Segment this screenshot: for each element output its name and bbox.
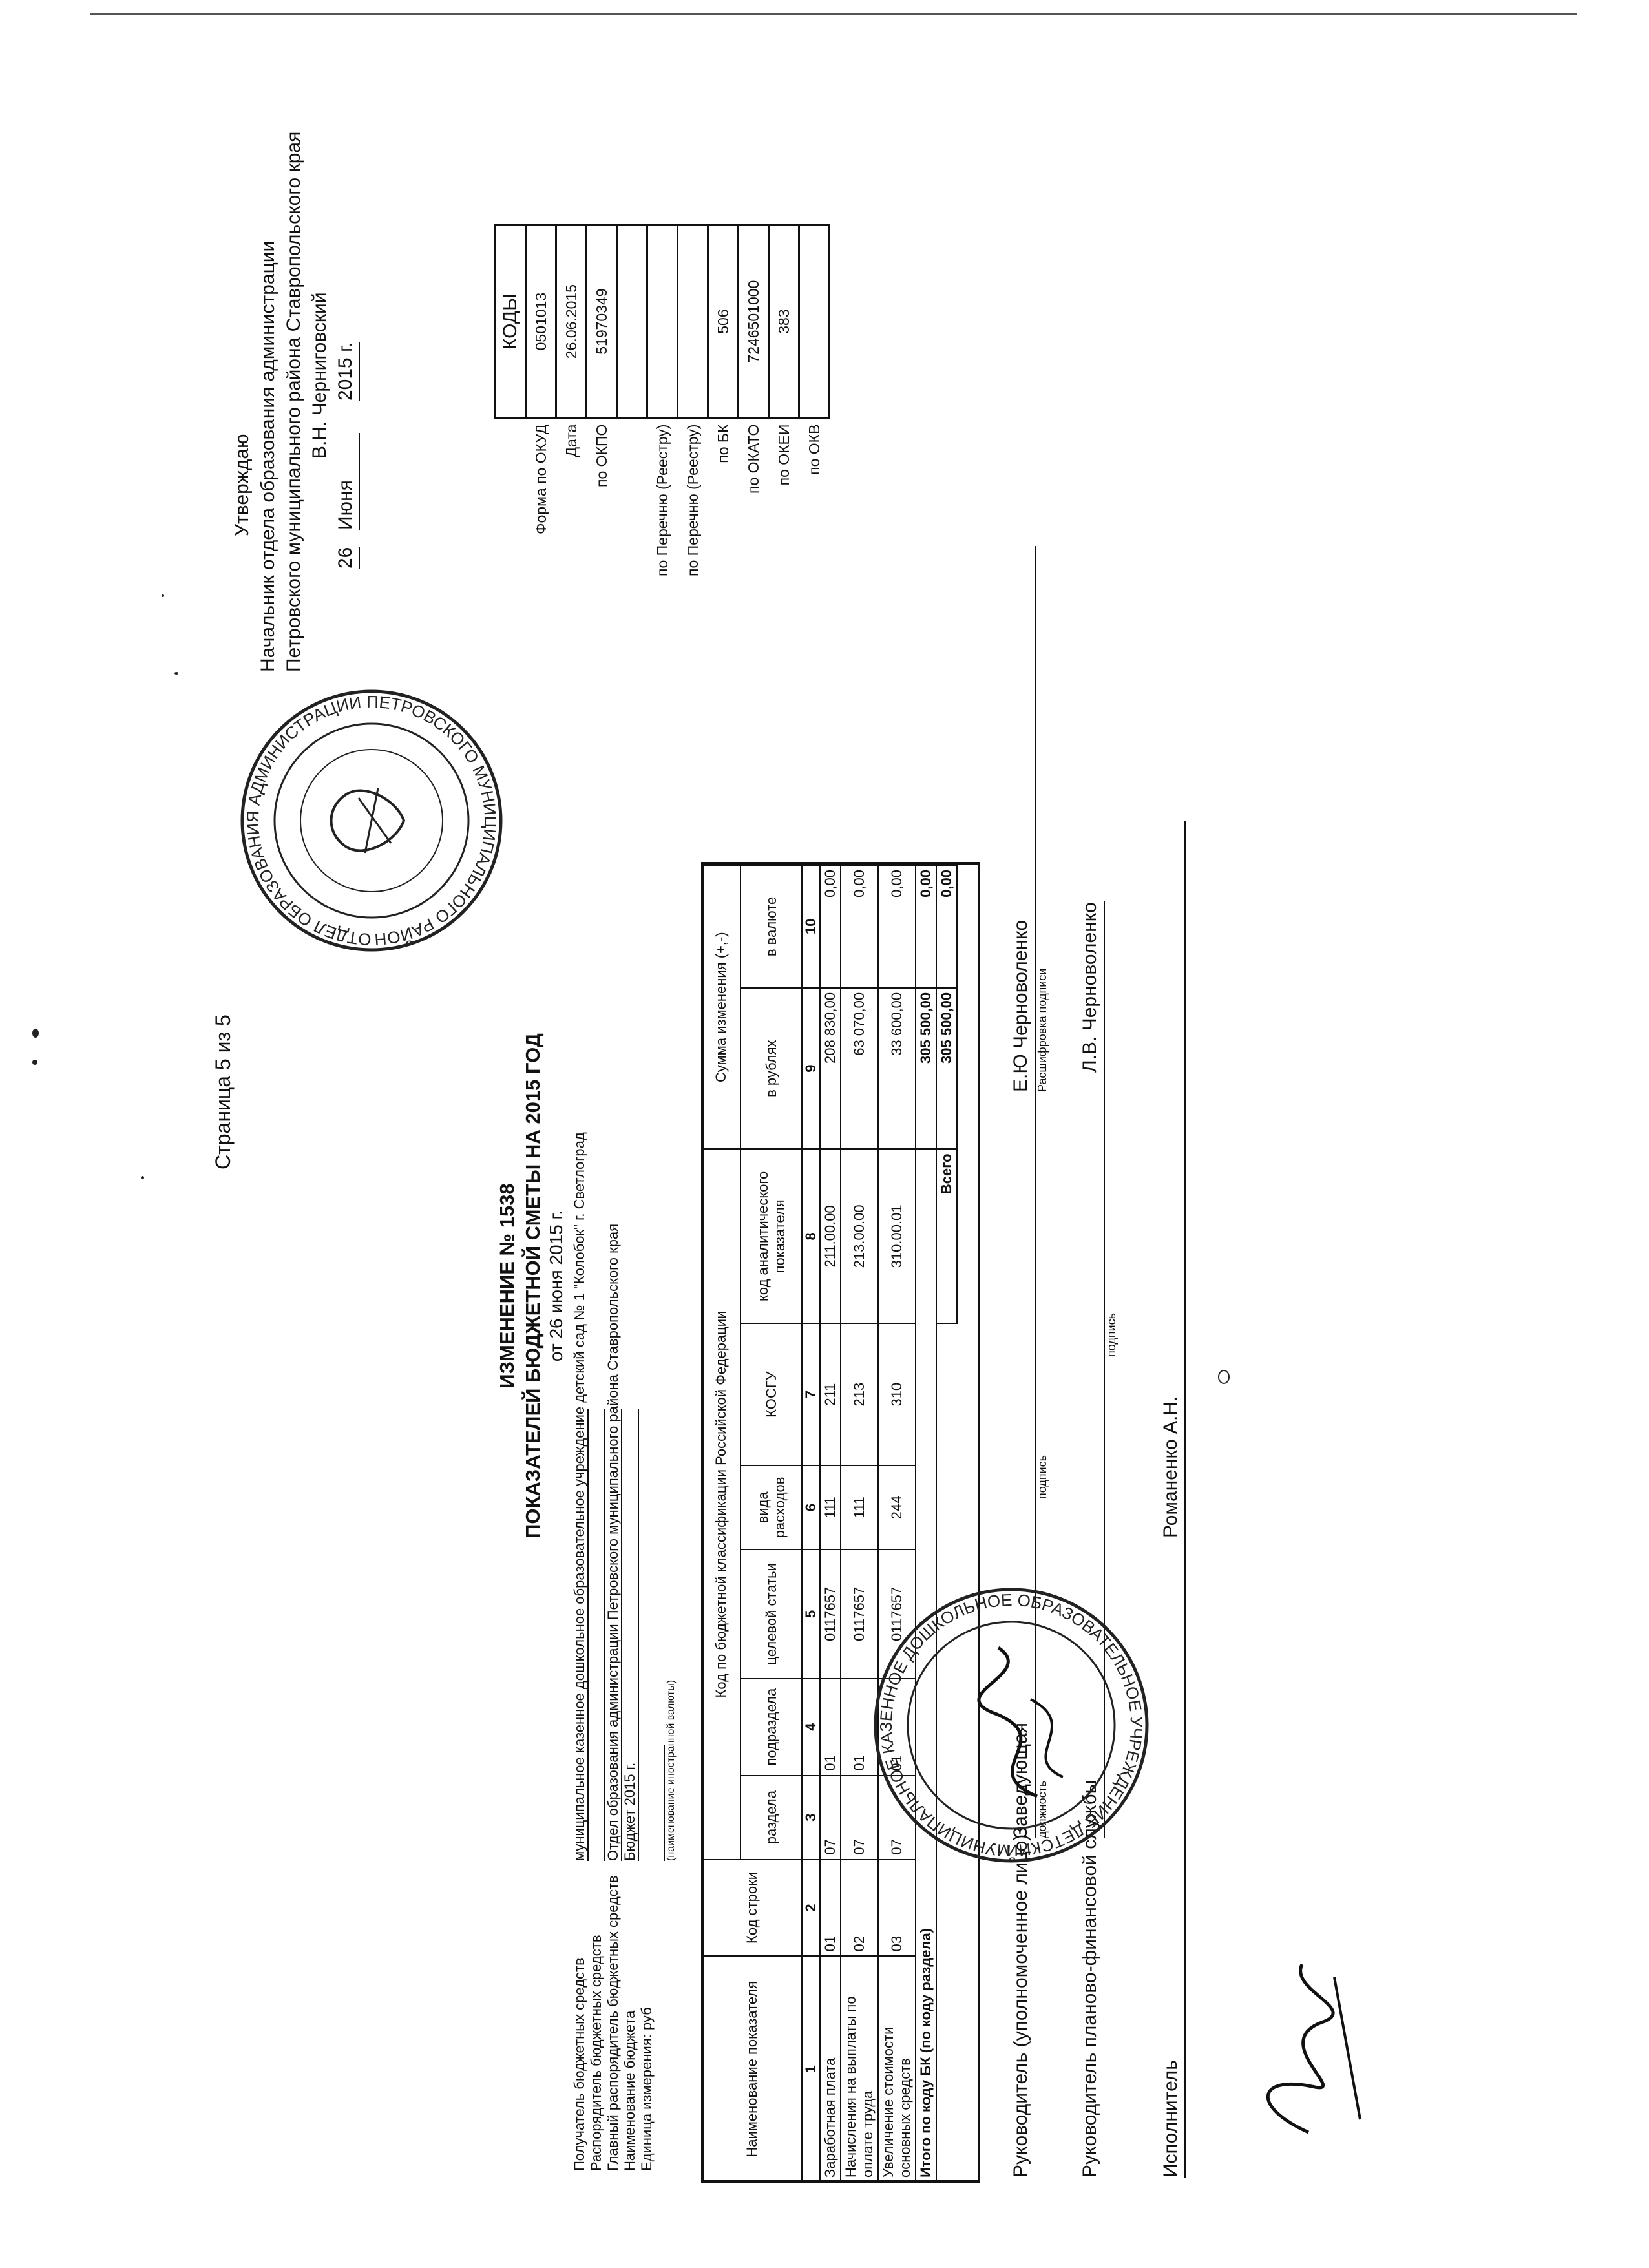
rotated-document: Страница 5 из 5 Утверждаю Начальник отде…: [210, 132, 1361, 2197]
approval-month: Июня: [333, 433, 360, 530]
codes-label: [617, 418, 647, 582]
seal-text: МУНИЦИПАЛЬНОЕ КАЗЕННОЕ ДОШКОЛЬНОЕ ОБРАЗО…: [869, 1590, 1146, 1867]
scan-top-edge: [90, 13, 1577, 15]
meta-underline: [604, 1409, 605, 1861]
codes-label: по Перечню (Реестру): [653, 424, 671, 576]
meta-label: Распорядитель бюджетных средств: [588, 1935, 604, 2171]
codes-value: [616, 225, 647, 419]
finance-name: Л.В. Черноволенко: [1079, 902, 1100, 1073]
meta-value: муниципальное казенное дошкольное образо…: [571, 1132, 587, 1861]
codes-label: по ОКАТО: [744, 424, 762, 494]
approval-signer: В.Н. Черниговский: [309, 292, 330, 459]
codes-value: 7246501000: [738, 225, 769, 419]
meta-value: Отдел образования администрации Петровск…: [605, 1223, 621, 1861]
head-name: Е.Ю Черноволенко: [1010, 919, 1031, 1092]
document-title: ИЗМЕНЕНИЕ № 1538 ПОКАЗАТЕЛЕЙ БЮДЖЕТНОЙ С…: [494, 995, 546, 1577]
codes-label: по ОКЕИ: [775, 424, 792, 486]
executor-name: Романенко А.Н.: [1160, 1396, 1181, 1538]
document-date: от 26 июня 2015 г.: [546, 1210, 566, 1362]
approval-heading: Утверждаю: [231, 434, 253, 536]
meta-label: Наименование бюджета: [622, 2010, 638, 2171]
meta-underline: [638, 1409, 639, 1861]
head-label: Руководитель (уполномоченное лицо): [1010, 1834, 1031, 2178]
svg-text:МУНИЦИПАЛЬНОЕ КАЗЕННОЕ ДОШКОЛЬ: МУНИЦИПАЛЬНОЕ КАЗЕННОЕ ДОШКОЛЬНОЕ ОБРАЗО…: [869, 1590, 1146, 1867]
codes-label: по БК: [714, 424, 731, 463]
codes-value: 383: [768, 225, 799, 419]
sign-caption: подпись: [1036, 1454, 1049, 1499]
kindergarten-seal: МУНИЦИПАЛЬНОЕ КАЗЕННОЕ ДОШКОЛЬНОЕ ОБРАЗО…: [869, 1588, 1149, 1867]
meta-value: [639, 1132, 656, 1861]
currency-underline: [664, 1745, 665, 1861]
codes-table: КОДЫ Форма по ОКУД 0501013 Дата 26.06.2015…: [494, 224, 830, 582]
title-line-2: ПОКАЗАТЕЛЕЙ БЮДЖЕТНОЙ СМЕТЫ НА 2015 ГОД: [521, 1033, 544, 1538]
approval-seal: ОТДЕЛ ОБРАЗОВАНИЯ АДМИНИСТРАЦИИ ПЕТРОВСК…: [236, 689, 503, 956]
codes-value: 506: [708, 225, 739, 419]
codes-value: [647, 225, 678, 419]
sign-line: [1184, 821, 1186, 2178]
meta-underline: [621, 1409, 622, 1861]
codes-label: Дата: [562, 424, 580, 457]
meta-values: муниципальное казенное дошкольное образо…: [571, 1132, 656, 1861]
sign-caption-finance: подпись: [1105, 1312, 1118, 1357]
page-number: Страница 5 из 5: [211, 1014, 235, 1170]
table-frame: [701, 862, 980, 2183]
handwritten-signature: [1266, 1963, 1361, 2134]
approval-position-1: Начальник отдела образования администрац…: [257, 240, 278, 672]
title-line-1: ИЗМЕНЕНИЕ № 1538: [496, 1183, 518, 1389]
executor-label: Исполнитель: [1160, 2060, 1181, 2178]
codes-label: Форма по ОКУД: [532, 424, 549, 534]
codes-label: по ОКПО: [593, 424, 610, 487]
meta-label: Единица измерения: руб: [638, 2007, 655, 2171]
meta-label: Главный распорядитель бюджетных средств: [605, 1875, 621, 2171]
meta-underline: [587, 1409, 589, 1861]
codes-header: КОДЫ: [495, 225, 526, 419]
codes-value: 0501013: [525, 225, 556, 419]
codes-value: [677, 225, 708, 419]
codes-value: 51970349: [586, 225, 617, 419]
codes-label: по Перечню (Реестру): [684, 424, 701, 576]
approval-block: Утверждаю Начальник отдела образования а…: [229, 132, 462, 672]
codes-label: по ОКВ: [805, 424, 823, 475]
decode-caption: Расшифровка подписи: [1036, 968, 1049, 1092]
meta-value: Бюджет 2015 г.: [622, 1762, 638, 1861]
codes-value: [799, 225, 830, 419]
meta-labels: Получатель бюджетных средств Распорядите…: [571, 1875, 656, 2171]
approval-year: 2015 г.: [333, 342, 360, 401]
approval-position-2: Петровского муниципального района Ставро…: [283, 131, 304, 672]
codes-value: 26.06.2015: [556, 225, 587, 419]
meta-value: [589, 1132, 605, 1861]
meta-label: Получатель бюджетных средств: [571, 1958, 587, 2171]
currency-caption: (наименование иностранной валюты): [666, 1679, 677, 1861]
approval-day: 26: [333, 547, 360, 569]
